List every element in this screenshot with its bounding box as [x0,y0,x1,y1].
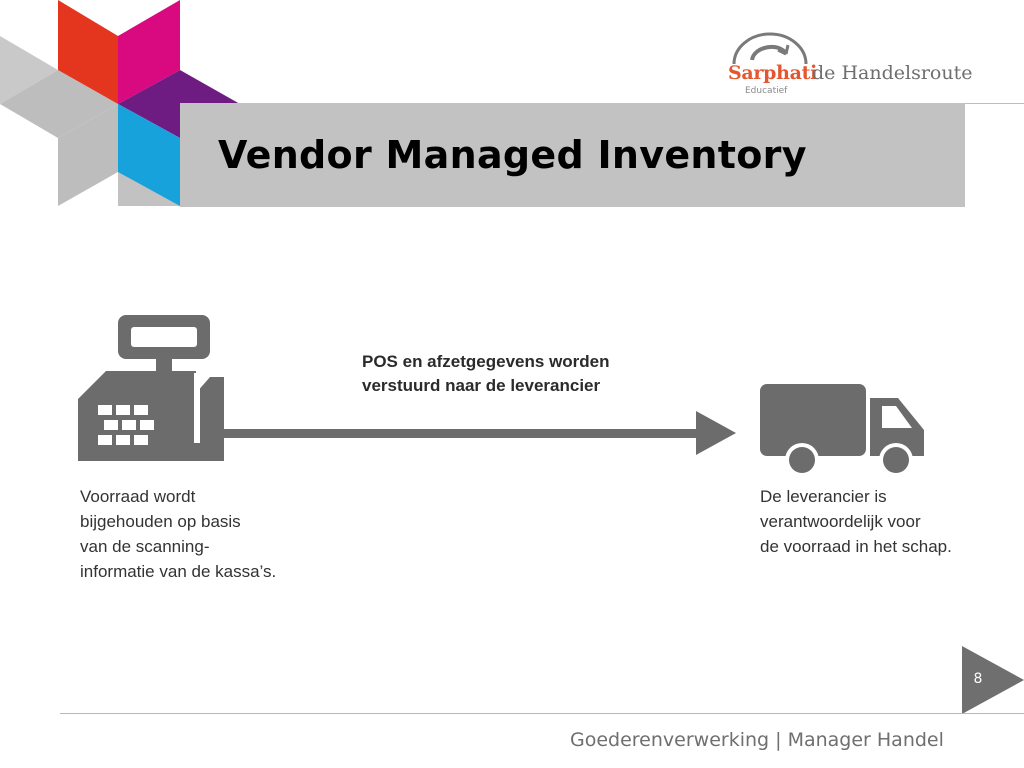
supplier-caption: De leverancier is verantwoordelijk voor … [760,484,980,559]
top-rule [965,103,1024,104]
register-caption: Voorraad wordt bijgehouden op basis van … [80,484,320,584]
title-bar [180,103,965,207]
page-number: 8 [973,671,983,687]
caption-line: verantwoordelijk voor [760,512,921,531]
truck-icon [760,384,924,477]
caption-line: bijgehouden op basis [80,512,241,531]
caption-line: Voorraad wordt [80,487,196,506]
flow-arrow [220,411,736,455]
caption-line: van de scanning- [80,537,210,556]
logo-subtitle: Educatief [745,86,788,96]
footer-rule [60,713,1024,714]
logo-route: de Handelsroute [812,62,973,84]
arrow-label-line: verstuurd naar de leverancier [362,376,601,395]
caption-line: De leverancier is [760,487,887,506]
arrow-label-line: POS en afzetgegevens worden [362,352,610,371]
caption-line: de voorraad in het schap. [760,537,952,556]
sarphati-logo-icon [732,32,808,65]
logo-brand: Sarphati [728,62,818,84]
caption-line: informatie van de kassa’s. [80,562,277,581]
cash-register-icon [78,315,224,461]
slide-title: Vendor Managed Inventory [218,133,807,177]
arrow-label: POS en afzetgegevens worden verstuurd na… [362,350,610,398]
page-number-marker [962,646,1024,714]
footer-text: Goederenverwerking | Manager Handel [570,729,944,751]
